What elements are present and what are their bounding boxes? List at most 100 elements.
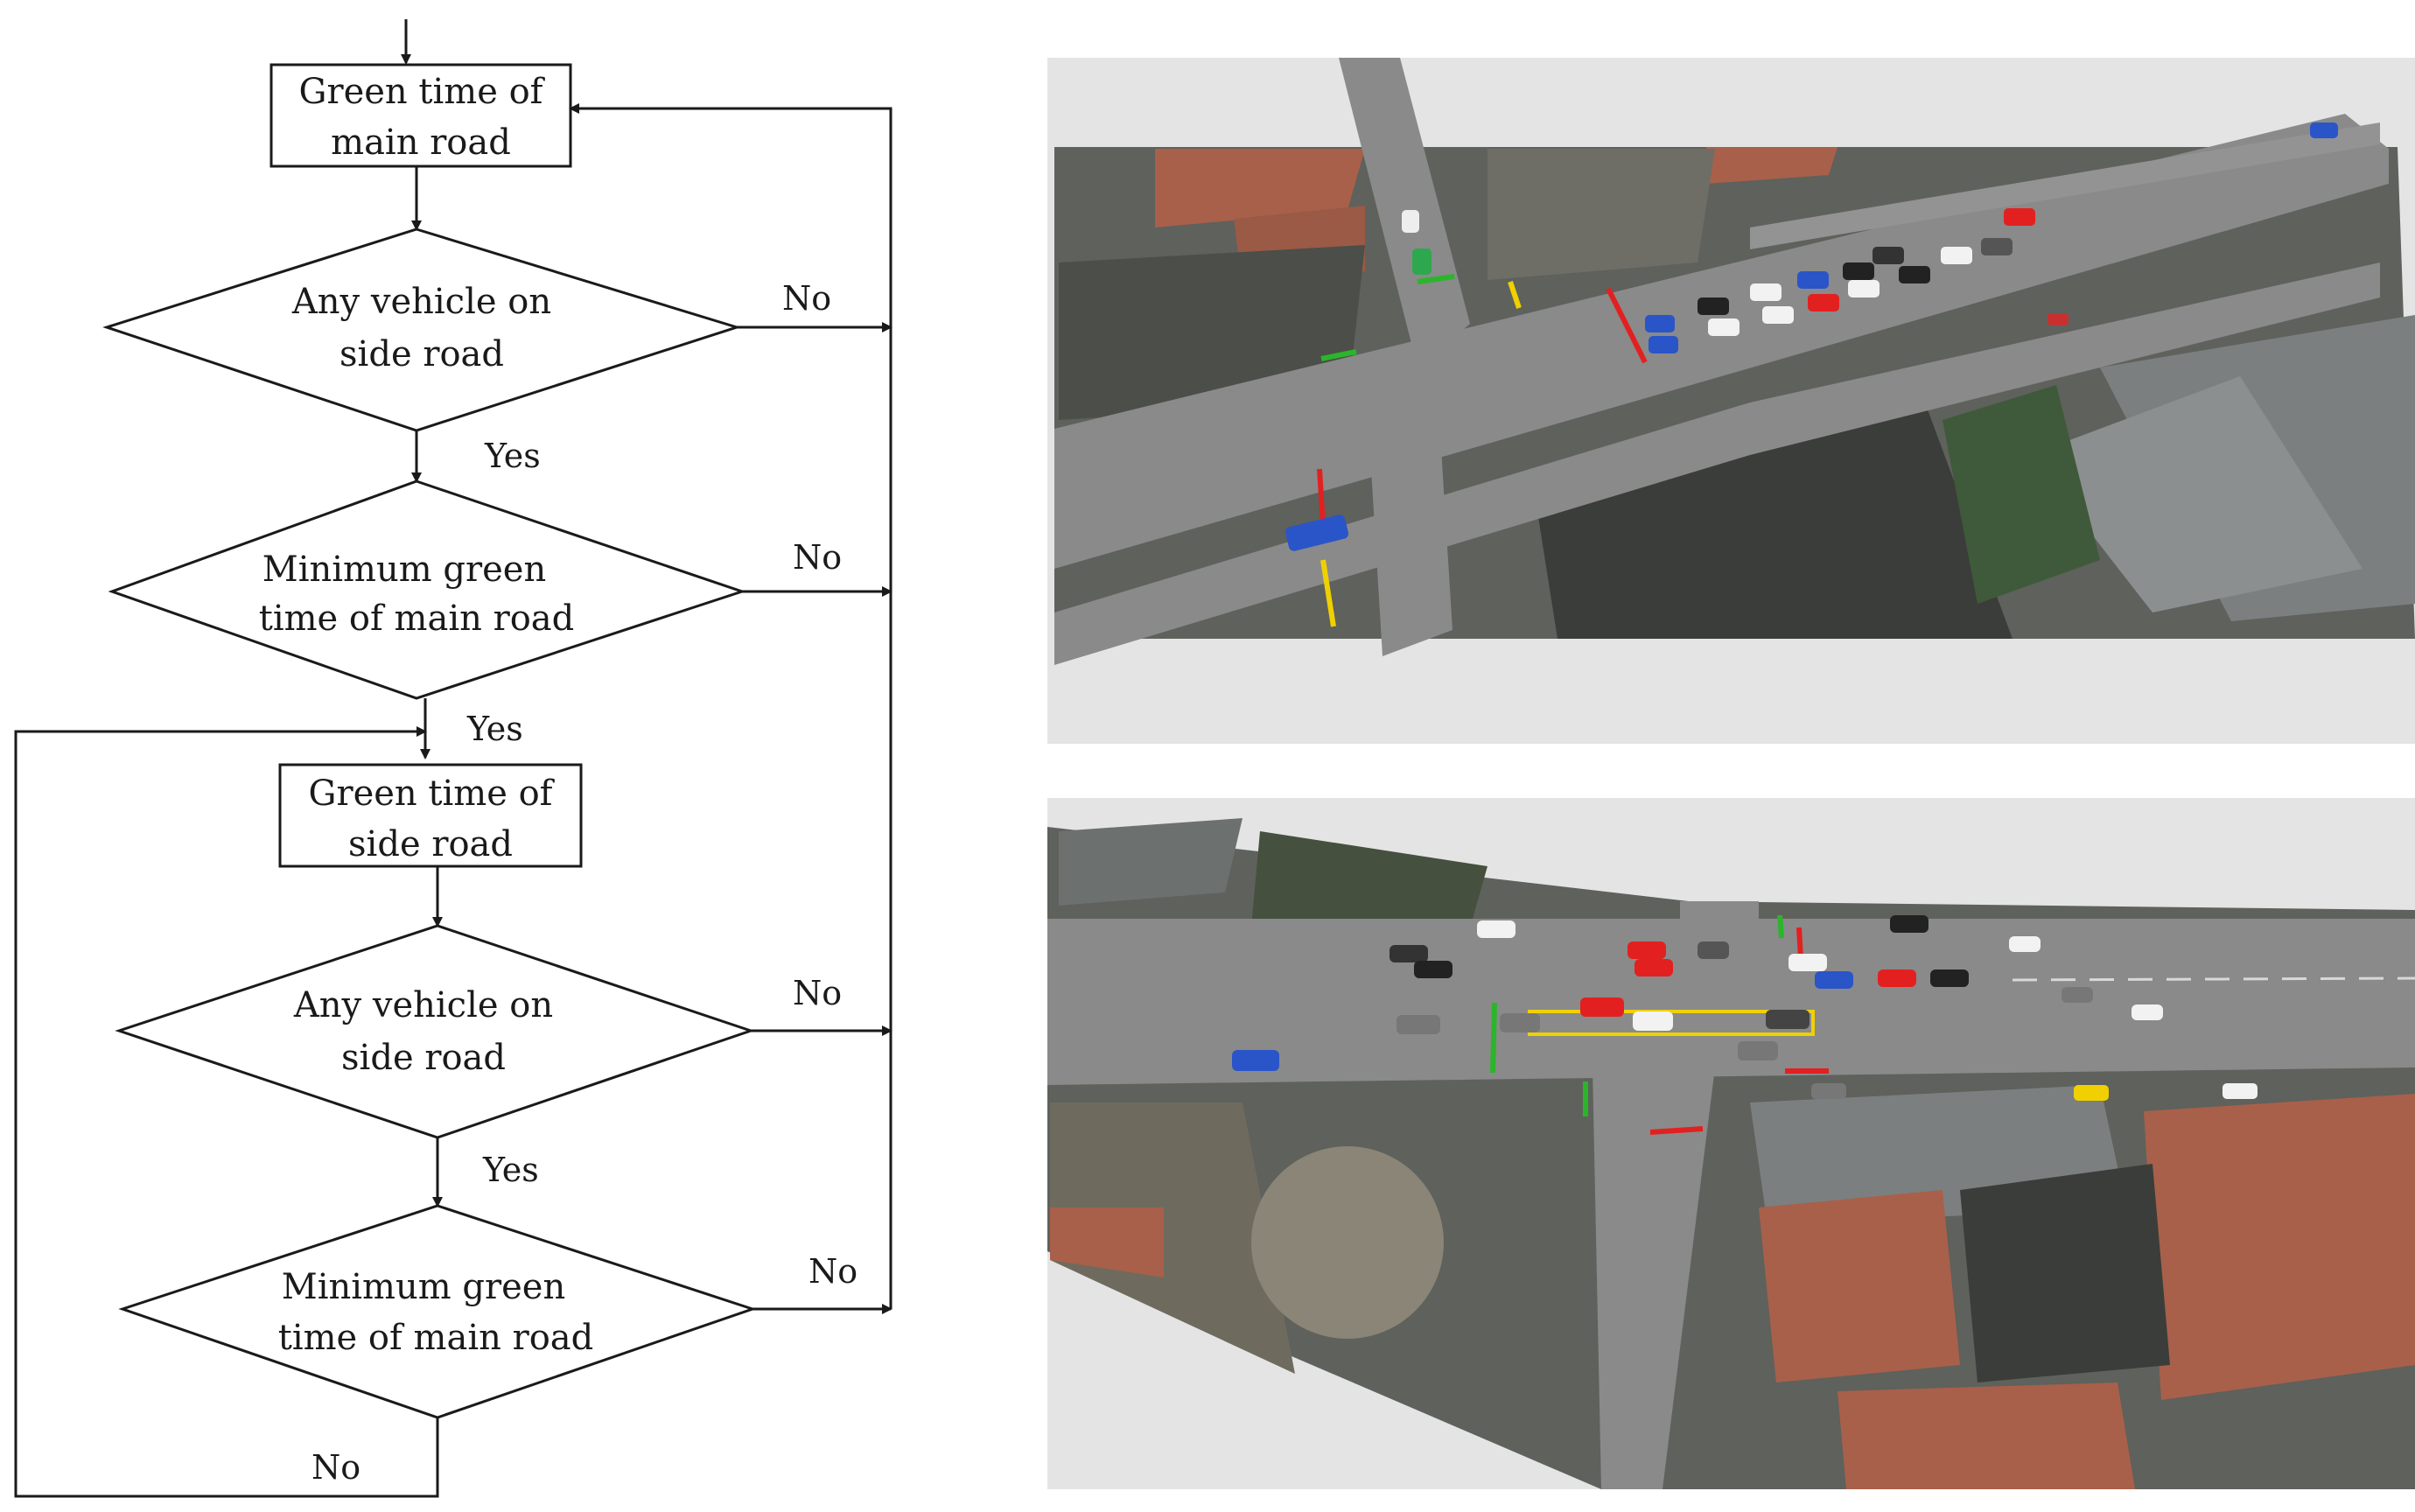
car-blue [1232,1050,1279,1071]
car-red [1628,942,1666,959]
label-yes-2: Yes [466,710,523,748]
signal-yellow [1320,559,1336,627]
car-grey [2062,987,2093,1003]
car-white [1402,210,1419,233]
signal-red [1317,468,1326,526]
roof-building [1706,147,1838,184]
signal-green [1417,274,1455,284]
decision-1-line2: side road [340,334,504,374]
car-grey [1811,1083,1846,1099]
car-black [1843,262,1874,280]
simulation-view-top [1047,58,2415,744]
car-black [1698,298,1729,315]
car-white [1708,318,1740,336]
node-green-side-line1: Green time of [309,774,556,814]
node-green-side-line2: side road [348,824,513,864]
simulation-view-bottom [1047,798,2415,1489]
building-roof-grey [1059,818,1242,906]
decision-min-green-main-2: Minimum green time of main road [118,1204,757,1419]
decision-2-line2: time of main road [259,598,575,639]
trees [1942,385,2100,604]
signal-green [1490,1002,1497,1074]
decision-1-line1: Any vehicle on [291,282,551,322]
trees [1251,831,1488,928]
label-no-2: No [793,538,842,577]
car-red [2004,208,2035,226]
label-no-3: No [793,974,842,1012]
car-white [2132,1004,2163,1020]
node-green-main-road: Green time of main road [270,63,572,168]
car-white [1750,284,1782,301]
car-dark [1872,247,1904,264]
decision-vehicle-side-road-1: Any vehicle on side road [102,228,742,432]
car-white [2009,936,2040,952]
car-white [1477,920,1516,938]
side-road-south [1592,1068,1715,1489]
car-blue [1284,514,1349,551]
label-no-4: No [808,1252,858,1291]
car-white [1633,1012,1673,1031]
car-white [1762,306,1794,324]
flowchart: Green time of main road Any vehicle on s… [14,19,892,1498]
label-no-5: No [312,1448,360,1487]
car-red [1634,959,1673,976]
park-area [1050,1102,1295,1374]
car-red [2048,313,2068,326]
main-road-lane [1750,122,2380,249]
car-black [1890,915,1928,933]
decision-2-line1: Minimum green [262,550,546,590]
label-yes-3: Yes [482,1151,539,1189]
feedback-line-right [569,103,892,1309]
car-dark [1390,945,1428,962]
car-red [1808,294,1839,312]
decision-4-line2: time of main road [278,1318,594,1358]
car-white [1848,280,1880,298]
park-area [1488,149,1715,280]
car-black [1414,961,1452,978]
car-red [1878,970,1916,987]
car-grey [1500,1013,1540,1032]
car-white [1788,954,1827,971]
car-grey [1981,238,2012,256]
decision-min-green-main-1: Minimum green time of main road [108,480,746,700]
car-grey [1698,942,1729,959]
car-blue [1648,336,1678,354]
signal-red [1606,287,1648,364]
node-green-main-line1: Green time of [299,72,546,112]
car-blue [1645,315,1675,332]
car-white [1941,247,1972,264]
feedback-line-left [14,726,439,1498]
side-road-south [1365,350,1452,656]
roof-building [1759,1190,1960,1382]
label-no-1: No [782,279,831,318]
park-circle [1251,1146,1444,1339]
signal-green [1777,914,1784,939]
car-blue [1815,971,1853,989]
decision-vehicle-side-road-2: Any vehicle on side road [115,924,755,1139]
node-green-main-line2: main road [331,122,511,163]
car-grey [1396,1015,1440,1034]
roof-building [1155,149,1365,228]
car-blue [2310,122,2338,138]
decision-3-line2: side road [341,1038,506,1078]
roof-building [1050,1208,1164,1278]
shadow-area [1960,1164,2170,1382]
building-roof-grey [2030,376,2362,612]
signal-yellow [1508,281,1522,309]
lane-marking [2012,976,2415,982]
roof-building [1838,1382,2135,1489]
car-grey [1738,1041,1778,1060]
car-red [1580,998,1624,1017]
car-white [2222,1083,2258,1099]
roof-building [2144,1094,2415,1400]
label-yes-1: Yes [484,437,541,475]
car-black [1930,970,1969,987]
node-green-side-road: Green time of side road [278,763,583,868]
car-dark [1766,1010,1810,1029]
signal-green [1320,349,1357,361]
car-green [1412,248,1432,275]
car-blue [1797,271,1829,289]
decision-4-line1: Minimum green [282,1267,565,1307]
car-yellow [2074,1085,2109,1101]
